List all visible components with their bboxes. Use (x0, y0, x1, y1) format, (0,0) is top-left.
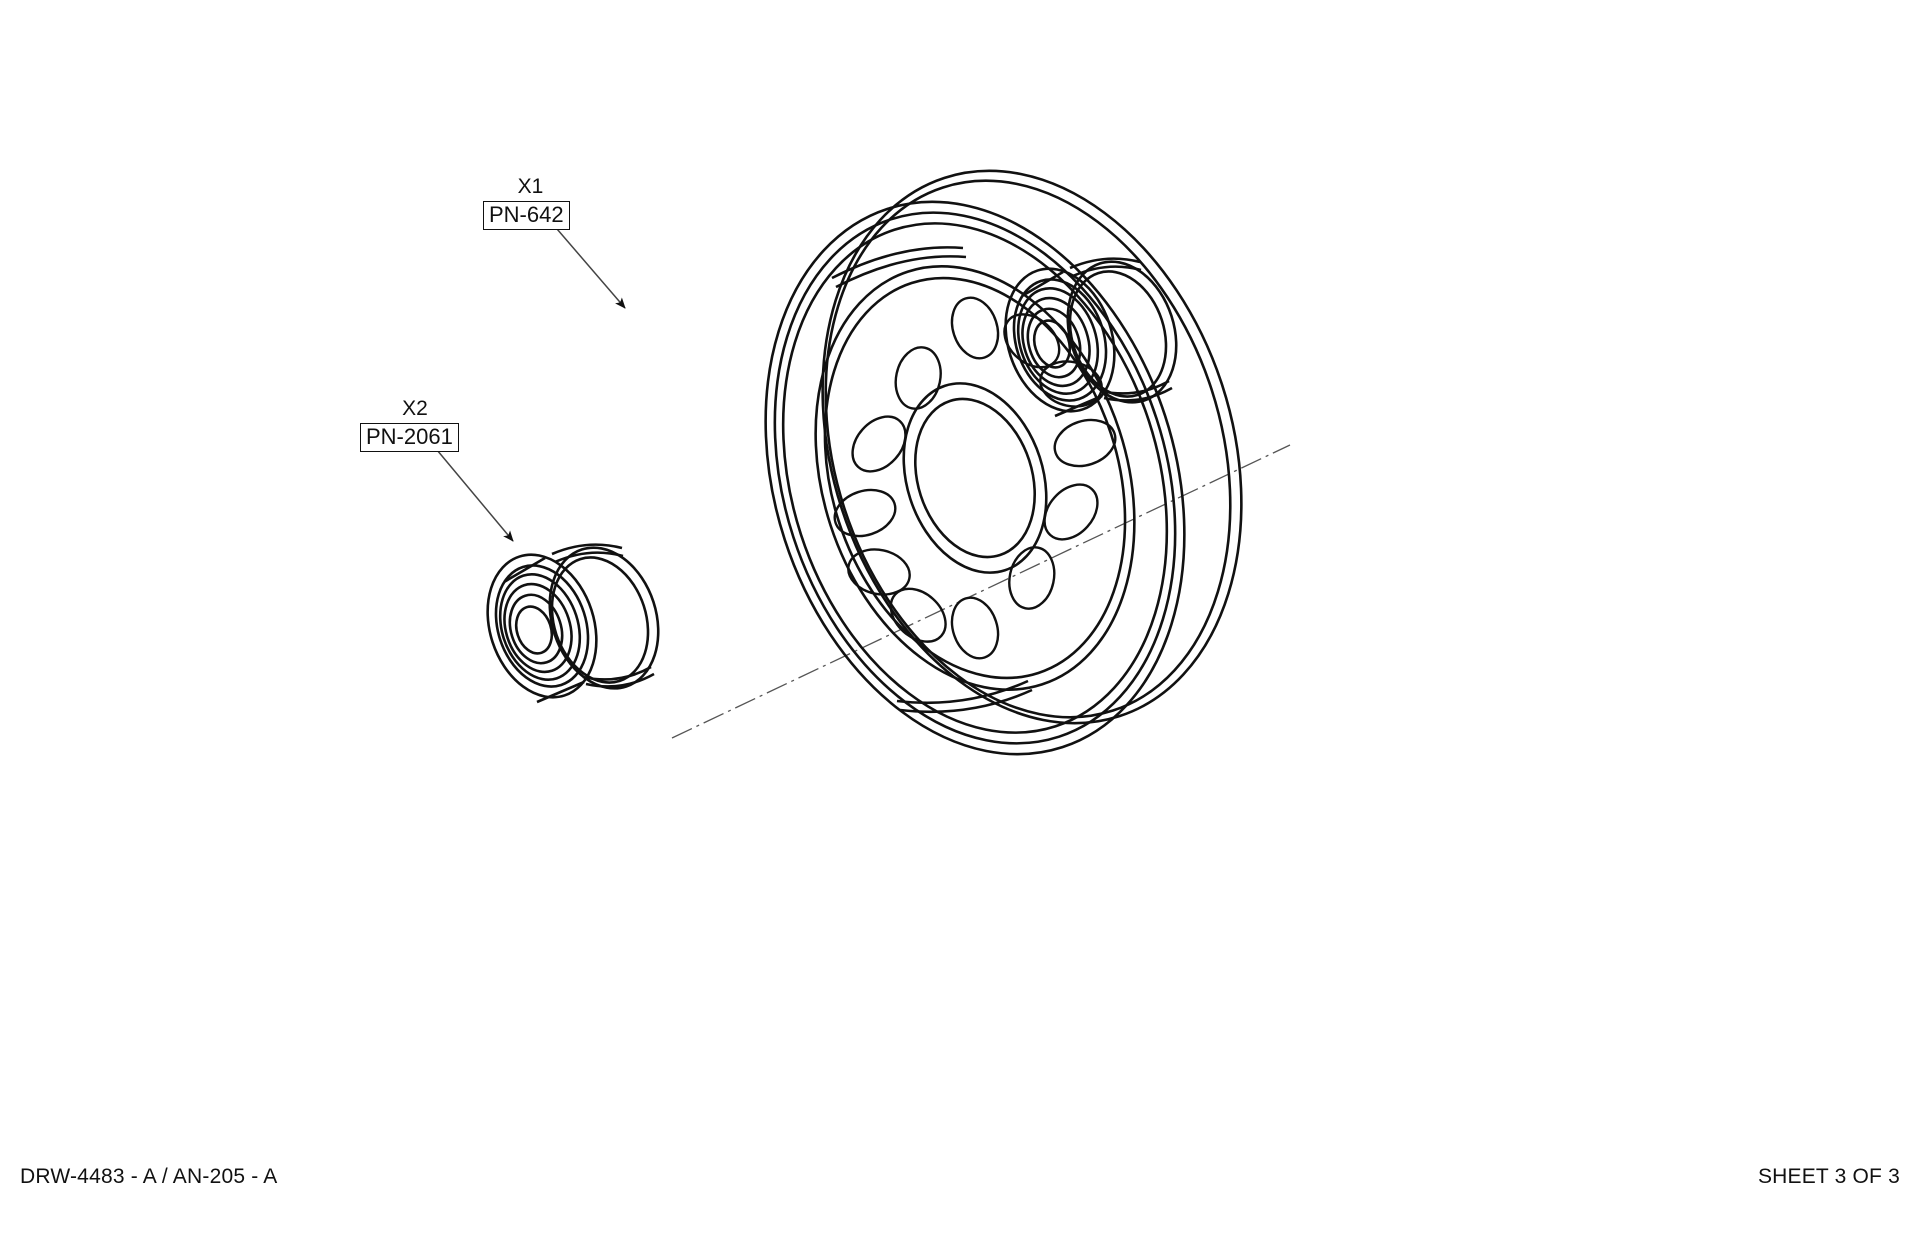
leader-lines (431, 221, 626, 542)
footer-drawing-number: DRW-4483 - A / AN-205 - A (20, 1165, 278, 1188)
right-bearing-barrel (1021, 257, 1173, 418)
callout-x2[interactable]: X2 PN-2061 (360, 398, 470, 452)
pulley-rear-face (821, 169, 1243, 725)
pulley-hub (902, 382, 1048, 574)
left-bearing-rear-flange-inner (550, 556, 650, 684)
centerline-axis (671, 444, 1291, 739)
pulley-wheel[interactable] (697, 116, 1309, 809)
right-bearing-rear-flange-inner (1068, 270, 1168, 398)
callout-x1[interactable]: X1 PN-642 (483, 176, 578, 230)
pulley-outer-rim (764, 200, 1186, 756)
left-flanged-bearing[interactable] (470, 533, 676, 711)
right-flanged-bearing[interactable] (988, 247, 1194, 425)
leader-line-x2 (431, 443, 514, 542)
callout-x2-part-number[interactable]: PN-2061 (360, 423, 459, 452)
pulley-rim-extrusion (831, 246, 1033, 714)
footer-sheet-number: SHEET 3 OF 3 (1757, 1165, 1900, 1188)
right-bearing-rear-flange (1066, 260, 1178, 404)
callout-x1-part-number[interactable]: PN-642 (483, 201, 570, 230)
callout-x2-tag: X2 (402, 397, 428, 420)
left-bearing-front-face (486, 553, 598, 699)
callout-x1-tag: X1 (517, 175, 544, 198)
right-bearing-front-face (1004, 267, 1116, 413)
pulley-web-ring (814, 265, 1136, 691)
left-bearing-rear-flange (548, 546, 660, 690)
left-bearing-barrel (503, 543, 655, 704)
leader-line-x1 (550, 221, 626, 309)
